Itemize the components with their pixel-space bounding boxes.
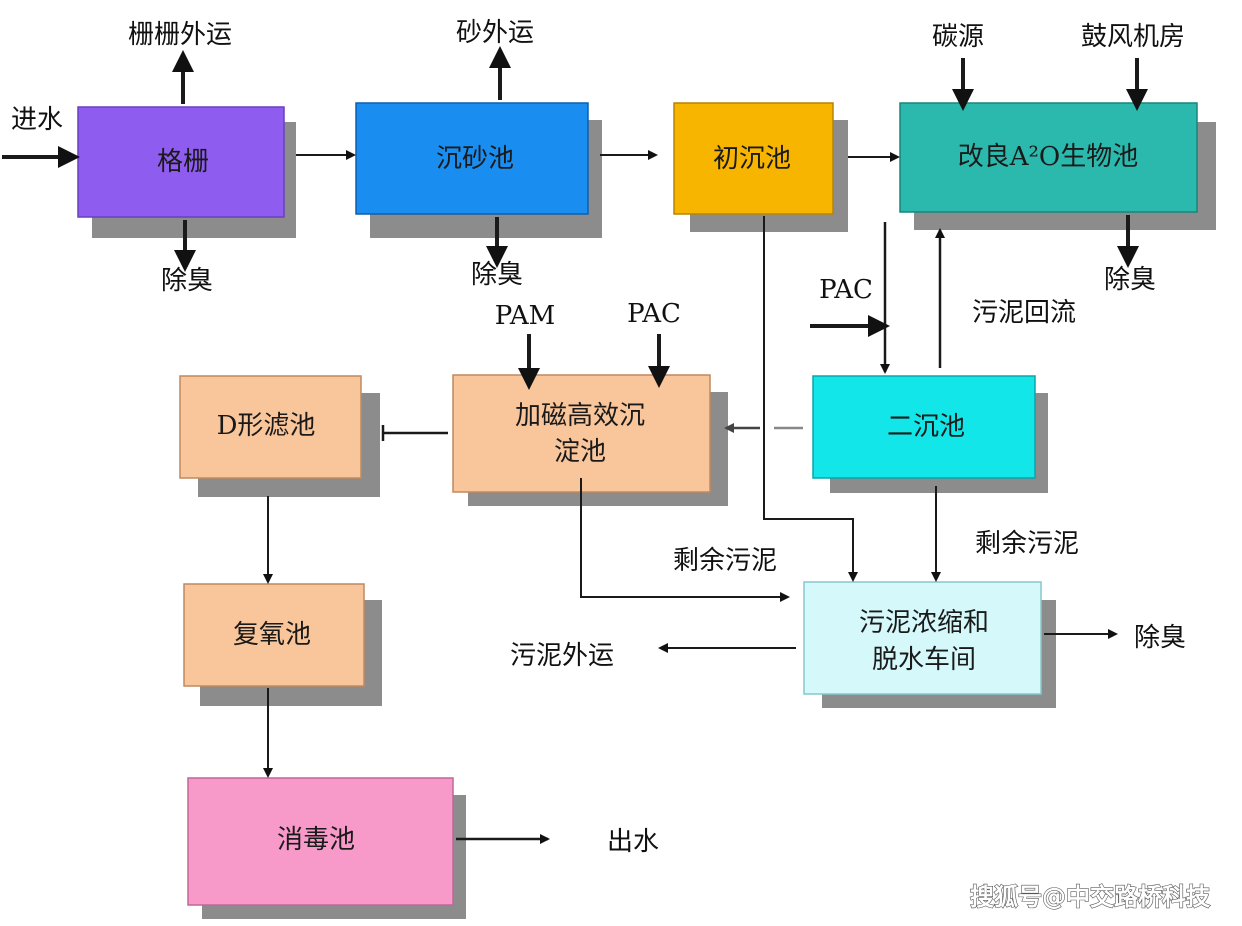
label-excess-sludge-left: 剩余污泥 — [673, 546, 777, 576]
label-carbon-source: 碳源 — [932, 22, 984, 52]
node-reaeration: 复氧池 — [183, 583, 382, 706]
label-deodor-screen: 除臭 — [161, 266, 213, 296]
label-pam: PAM — [495, 301, 556, 331]
node-screen: 格栅 — [77, 106, 296, 238]
node-secondary-clarifier: 二沉池 — [812, 375, 1048, 493]
label-sludge-out: 污泥外运 — [510, 641, 614, 671]
node-secondary-label: 二沉池 — [887, 412, 965, 442]
node-screen-label: 格栅 — [157, 147, 209, 177]
label-sand-out: 砂外运 — [456, 18, 534, 48]
watermark: 搜狐号@中交路桥科技 — [970, 883, 1211, 911]
side-arrows — [172, 46, 1148, 390]
label-deodor-bio: 除臭 — [1104, 265, 1156, 295]
node-disinfection: 消毒池 — [187, 777, 466, 919]
node-primary-label: 初沉池 — [713, 144, 791, 174]
label-outflow: 出水 — [607, 827, 659, 857]
label-screenings-out: 栅栅外运 — [128, 20, 232, 50]
label-excess-sludge-right: 剩余污泥 — [975, 529, 1079, 559]
label-pac-magnetic: PAC — [627, 299, 681, 329]
node-grit-label: 沉砂池 — [436, 144, 514, 174]
node-sludge-dewatering: 污泥浓缩和 脱水车间 — [803, 581, 1056, 708]
node-magnetic-label-2: 淀池 — [554, 437, 606, 467]
node-magnetic-sedimentation: 加磁高效沉 淀池 — [452, 374, 728, 506]
node-primary-clarifier: 初沉池 — [673, 102, 848, 232]
edge-primary-sludge — [763, 216, 858, 582]
node-d-filter-label: D形滤池 — [217, 411, 316, 441]
node-magnetic-label-1: 加磁高效沉 — [515, 401, 645, 431]
label-blower-room: 鼓风机房 — [1081, 22, 1185, 52]
label-pac-secondary: PAC — [819, 275, 873, 305]
node-sludge-label-2: 脱水车间 — [872, 645, 976, 675]
node-disinfection-label: 消毒池 — [277, 825, 355, 855]
node-bio-tank: 改良A²O生物池 — [899, 102, 1216, 230]
node-grit-chamber: 沉砂池 — [355, 102, 602, 238]
node-reaeration-label: 复氧池 — [233, 620, 311, 650]
node-bio-label: 改良A²O生物池 — [958, 142, 1139, 172]
label-deodor-grit: 除臭 — [471, 260, 523, 290]
flow-edges — [2, 146, 1118, 844]
label-deodor-sludge: 除臭 — [1134, 623, 1186, 653]
label-sludge-return: 污泥回流 — [972, 298, 1076, 328]
node-sludge-label-1: 污泥浓缩和 — [859, 608, 989, 638]
node-d-filter: D形滤池 — [179, 375, 380, 497]
edge-magnetic-sludge — [580, 478, 790, 602]
label-inflow: 进水 — [11, 105, 63, 135]
labels: 进水 栅栅外运 砂外运 除臭 除臭 碳源 鼓风机房 除臭 PAC 污泥回流 PA… — [11, 18, 1186, 857]
